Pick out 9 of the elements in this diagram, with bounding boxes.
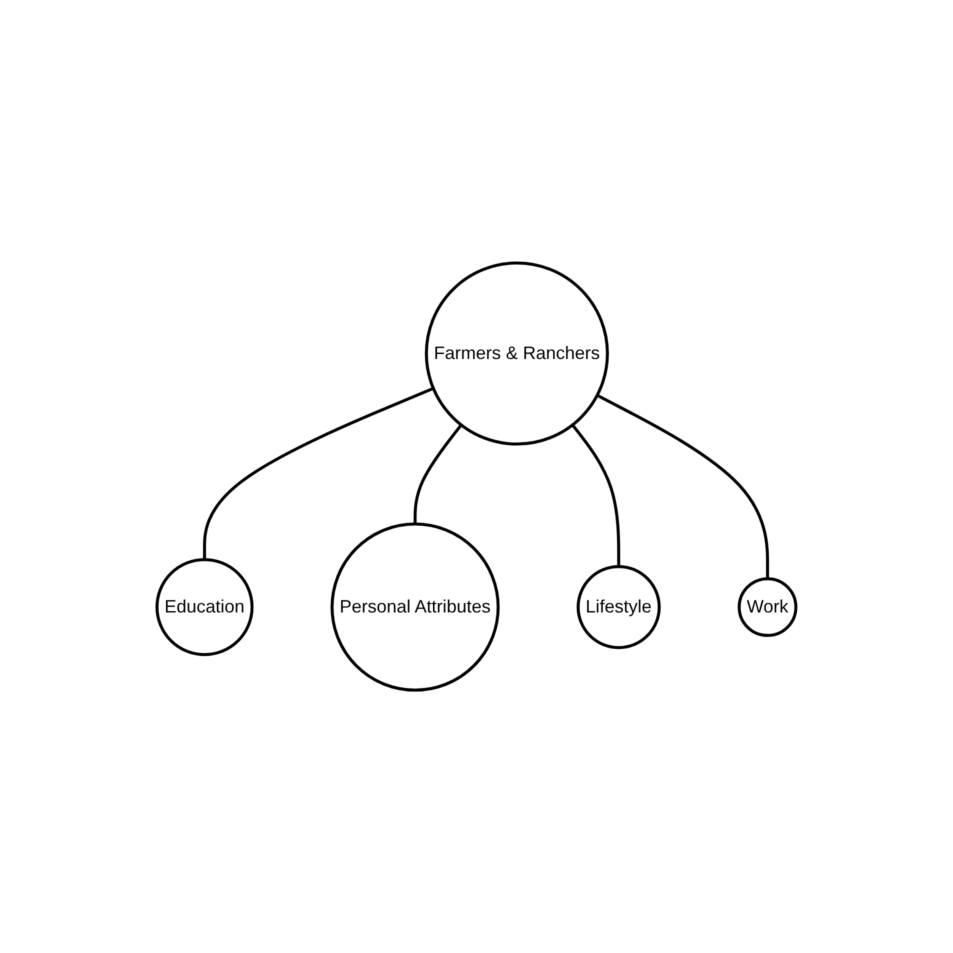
connector [596, 394, 770, 579]
node-circle: Personal Attributes [330, 522, 500, 692]
connector [571, 424, 620, 566]
connector [414, 424, 462, 524]
connector [203, 386, 434, 560]
node-circle: Work [738, 577, 798, 637]
node-circle: Farmers & Ranchers [424, 261, 609, 446]
node-circle: Education [156, 558, 254, 656]
node-circle: Lifestyle [576, 565, 661, 650]
